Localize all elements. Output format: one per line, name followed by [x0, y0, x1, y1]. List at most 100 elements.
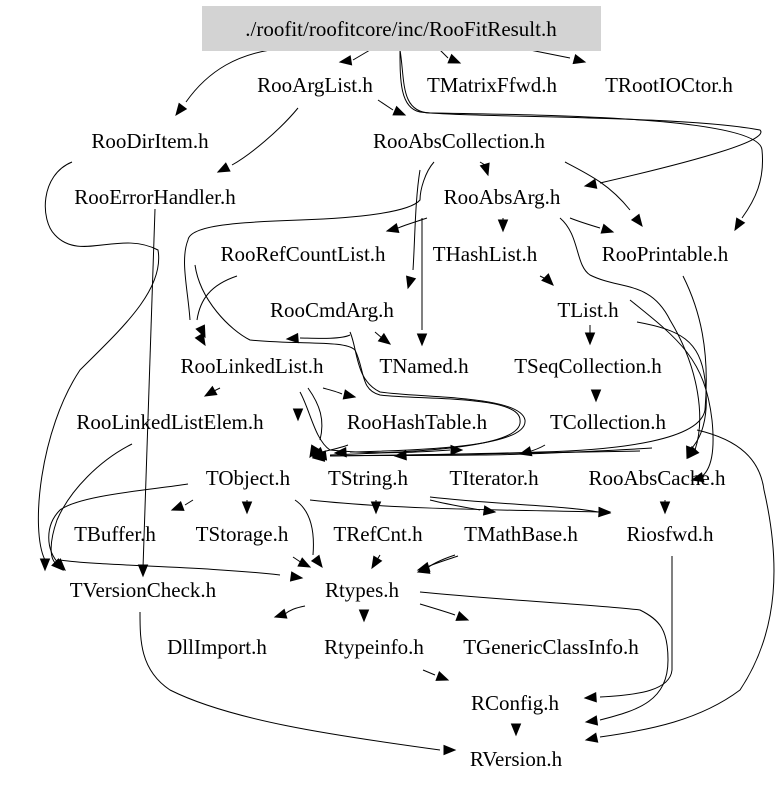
edge-line	[419, 591, 669, 721]
edge-TString-to-TMathBase	[429, 499, 497, 516]
edge-line	[439, 49, 449, 59]
arrowhead-icon	[416, 561, 431, 572]
edge-THashList-to-TList	[539, 273, 554, 286]
edge-line	[629, 299, 714, 479]
edge-RooArgList-to-RooAbsCollection	[377, 99, 407, 116]
node-TObject[interactable]: TObject.h	[206, 466, 291, 490]
node-label: TRefCnt.h	[333, 522, 423, 546]
edge-line	[529, 49, 571, 59]
edge-RooLinkedListElem-to-TObject	[292, 408, 304, 422]
arrowhead-icon	[333, 447, 347, 458]
node-TMatrixFfwd[interactable]: TMatrixFfwd.h	[427, 73, 558, 97]
node-TMathBase[interactable]: TMathBase.h	[464, 522, 578, 546]
node-TNamed[interactable]: TNamed.h	[379, 354, 469, 378]
node-Riosfwd[interactable]: Riosfwd.h	[627, 522, 714, 546]
node-RooCmdArg[interactable]: RooCmdArg.h	[270, 298, 394, 322]
node-RooArgList[interactable]: RooArgList.h	[257, 73, 373, 97]
arrowhead-icon	[216, 162, 231, 173]
node-RooLinkedList[interactable]: RooLinkedList.h	[181, 354, 324, 378]
root-node[interactable]: ./roofit/roofitcore/inc/RooFitResult.h	[202, 6, 601, 51]
edge-RooAbsArg-to-THashList	[497, 218, 509, 233]
node-TSeqCollection[interactable]: TSeqCollection.h	[514, 354, 662, 378]
node-RooDirItem[interactable]: RooDirItem.h	[91, 129, 209, 153]
node-Rtypeinfo[interactable]: Rtypeinfo.h	[324, 635, 424, 659]
node-TIterator[interactable]: TIterator.h	[449, 466, 539, 490]
arrowhead-icon	[203, 385, 218, 397]
edge-line	[50, 443, 133, 566]
edge-TString-to-Riosfwd	[429, 496, 612, 518]
edge-RooAbsCollection-to-RooLinkedList	[184, 161, 435, 347]
edge-root-to-RooDirItem	[175, 49, 271, 117]
node-TVersionCheck[interactable]: TVersionCheck.h	[70, 578, 217, 602]
node-RVersion[interactable]: RVersion.h	[470, 747, 563, 771]
arrowhead-icon	[241, 501, 253, 515]
node-THashList[interactable]: THashList.h	[433, 242, 538, 266]
edge-line	[429, 499, 481, 511]
arrowhead-icon	[734, 217, 746, 232]
node-TCollection[interactable]: TCollection.h	[550, 410, 667, 434]
arrowhead-icon	[297, 557, 312, 568]
node-RooLinkedListElem[interactable]: RooLinkedListElem.h	[76, 410, 264, 434]
edge-TObject-to-TVersionCheck	[48, 483, 189, 571]
edge-line	[352, 49, 371, 61]
edge-line	[299, 334, 351, 339]
arrowhead-icon	[289, 571, 304, 582]
edge-root-to-RooPrintable	[399, 49, 764, 232]
node-RooHashTable[interactable]: RooHashTable.h	[347, 410, 488, 434]
arrowhead-icon	[443, 744, 457, 756]
node-label: TIterator.h	[449, 466, 539, 490]
node-Rtypes[interactable]: Rtypes.h	[325, 578, 400, 602]
arrowhead-icon	[358, 609, 370, 623]
node-RooPrintable[interactable]: RooPrintable.h	[602, 242, 729, 266]
node-label: Riosfwd.h	[627, 522, 714, 546]
edge-line	[284, 605, 306, 615]
edge-line	[309, 499, 601, 513]
node-RooRefCountList[interactable]: RooRefCountList.h	[220, 242, 386, 266]
node-label: RooHashTable.h	[347, 410, 488, 434]
edge-line	[636, 321, 707, 451]
node-label: TRootIOCtor.h	[605, 73, 733, 97]
edge-line	[322, 387, 343, 395]
node-label: ./roofit/roofitcore/inc/RooFitResult.h	[245, 17, 557, 41]
arrowhead-icon	[659, 501, 671, 515]
node-TGenericClassInfo[interactable]: TGenericClassInfo.h	[463, 635, 639, 659]
edge-line	[307, 387, 323, 441]
arrowhead-icon	[311, 451, 325, 462]
arrowhead-icon	[590, 389, 602, 403]
node-TList[interactable]: TList.h	[557, 298, 619, 322]
arrowhead-icon	[338, 55, 353, 66]
node-TStorage[interactable]: TStorage.h	[196, 522, 289, 546]
arrowhead-icon	[194, 332, 206, 347]
edge-root-to-TMatrixFfwd	[439, 49, 462, 64]
arrowhead-icon	[584, 715, 599, 726]
node-label: TBuffer.h	[74, 522, 156, 546]
edge-RooAbsArg-to-RooRefCountList	[385, 217, 428, 233]
node-DllImport[interactable]: DllImport.h	[167, 635, 267, 659]
edge-line	[559, 217, 701, 451]
node-label: TNamed.h	[379, 354, 469, 378]
node-RooAbsArg[interactable]: RooAbsArg.h	[444, 185, 561, 209]
arrowhead-icon	[686, 445, 696, 460]
edge-line	[419, 603, 456, 616]
arrowhead-icon	[416, 333, 428, 347]
edge-TMathBase-to-Rtypes	[416, 555, 459, 572]
edge-TRefCnt-to-Rtypes	[371, 554, 383, 570]
node-RooAbsCache[interactable]: RooAbsCache.h	[588, 466, 726, 490]
node-TString[interactable]: TString.h	[328, 466, 408, 490]
node-RooErrorHandler[interactable]: RooErrorHandler.h	[74, 185, 236, 209]
arrowhead-icon	[342, 389, 357, 400]
node-label: RConfig.h	[471, 691, 560, 715]
node-TRefCnt[interactable]: TRefCnt.h	[333, 522, 423, 546]
arrowhead-icon	[175, 102, 188, 117]
node-label: RooLinkedList.h	[181, 354, 324, 378]
arrowhead-icon	[455, 611, 470, 621]
node-TRootIOCtor[interactable]: TRootIOCtor.h	[605, 73, 733, 97]
node-RooAbsCollection[interactable]: RooAbsCollection.h	[373, 129, 546, 153]
edge-line	[409, 450, 641, 456]
node-RConfig[interactable]: RConfig.h	[471, 691, 560, 715]
node-TBuffer[interactable]: TBuffer.h	[74, 522, 156, 546]
edge-line	[399, 49, 764, 219]
node-label: RooAbsCollection.h	[373, 129, 546, 153]
node-label: RooRefCountList.h	[220, 242, 386, 266]
edge-line	[231, 107, 299, 166]
